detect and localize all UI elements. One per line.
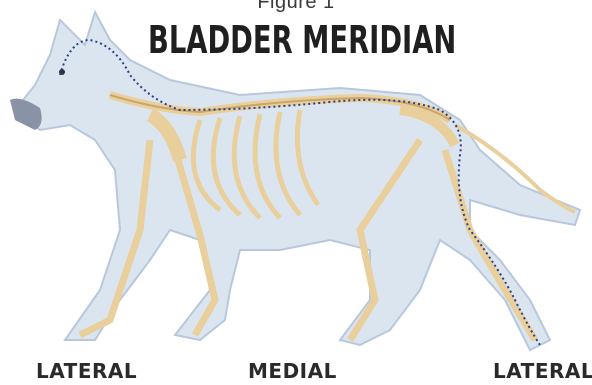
dog-body [10,12,580,350]
diagram-title: BLADDER MERIDIAN [89,18,515,62]
figure-label: Figure 1 [0,0,592,14]
label-lateral-right: LATERAL [493,359,592,383]
label-medial: MEDIAL [248,359,337,383]
label-lateral-left: LATERAL [36,359,137,383]
